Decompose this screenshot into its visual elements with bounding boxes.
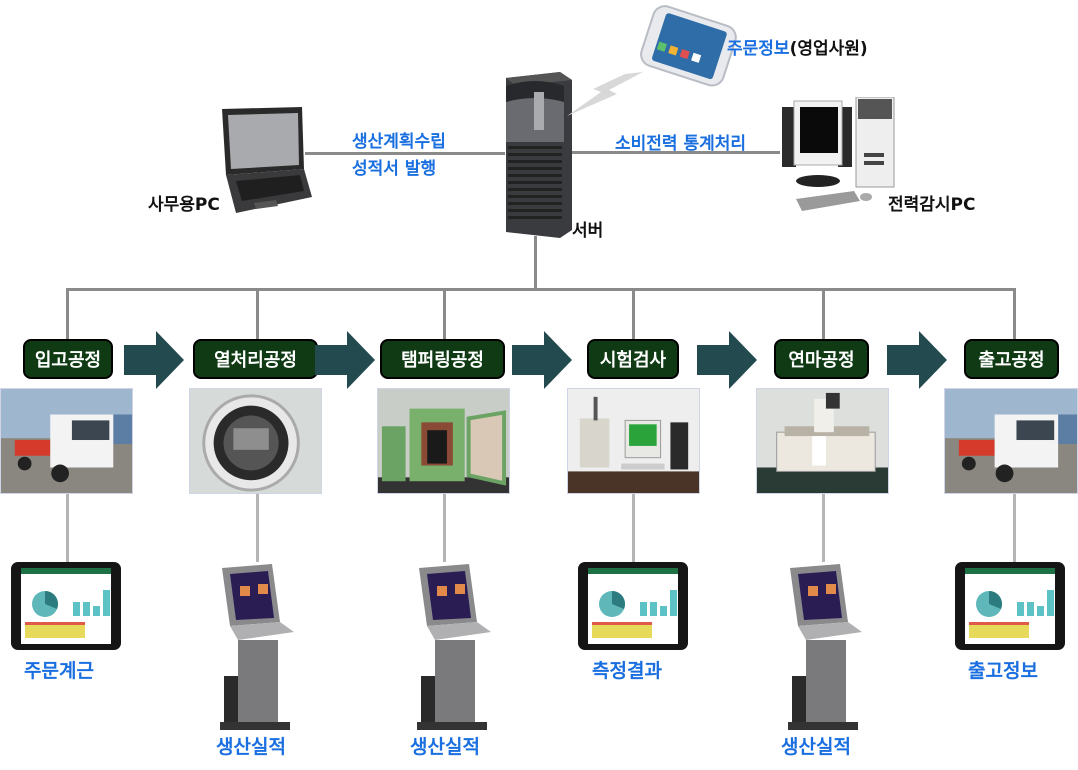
kiosk-icon: [417, 564, 491, 730]
device-line-3: [443, 494, 446, 562]
flow-arrow-icon: [697, 331, 757, 389]
stage-4-device-label: 측정결과: [592, 660, 662, 682]
truck-photo: [0, 388, 133, 494]
drop-line-2: [256, 288, 259, 342]
stage-5-device-label: 생산실적: [781, 736, 851, 758]
kiosk-icon: [220, 564, 294, 730]
flow-arrow-icon: [124, 331, 184, 389]
stage-5-badge: 연마공정: [774, 339, 869, 379]
drop-line-4: [632, 288, 635, 342]
stage-1-badge: 입고공정: [23, 339, 113, 379]
device-line-5: [822, 494, 825, 562]
smartphone-label-role: (영업사원): [789, 39, 868, 59]
flow-arrow-icon: [315, 331, 375, 389]
stage-3-badge: 탬퍼링공정: [380, 339, 505, 379]
stage-1-device-label: 주문계근: [24, 660, 94, 682]
truck-photo: [944, 388, 1078, 494]
link-office-server: [305, 152, 505, 155]
tempering-furnace-photo: [377, 388, 510, 494]
tablet-icon: [578, 562, 688, 650]
office-link-label-1: 생산계획수립: [352, 132, 446, 152]
bus-line: [66, 288, 1016, 291]
office-link-label-2: 성적서 발행: [352, 159, 437, 179]
office-pc-label: 사무용PC: [148, 195, 220, 215]
stage-4-badge: 시험검사: [587, 339, 679, 379]
device-line-1: [66, 494, 69, 562]
stage-2-badge: 열처리공정: [193, 339, 318, 379]
drop-line-1: [66, 288, 69, 342]
testing-equipment-photo: [567, 388, 700, 494]
kiosk-icon: [788, 564, 862, 730]
stage-3-device-label: 생산실적: [410, 736, 480, 758]
link-server-power-pc: [570, 151, 780, 154]
server-icon: [506, 72, 572, 238]
device-line-4: [632, 494, 635, 562]
smartphone-icon: [640, 5, 737, 87]
server-label: 서버: [572, 221, 604, 241]
link-server-trunk: [534, 236, 537, 288]
drop-line-3: [443, 288, 446, 342]
tablet-icon: [11, 562, 121, 650]
wireless-bolt-icon: [567, 72, 643, 116]
desktop-pc-icon: [782, 97, 895, 211]
device-line-2: [256, 494, 259, 562]
flow-arrow-icon: [887, 331, 947, 389]
power-pc-label: 전력감시PC: [888, 195, 976, 215]
drop-line-6: [1013, 288, 1016, 342]
drop-line-5: [822, 288, 825, 342]
heat-treatment-furnace-photo: [189, 388, 322, 494]
stage-6-device-label: 출고정보: [968, 660, 1038, 682]
stage-6-badge: 출고공정: [964, 339, 1059, 379]
smartphone-label-order-info: 주문정보: [727, 39, 790, 59]
tablet-icon: [955, 562, 1065, 650]
laptop-icon: [222, 107, 312, 213]
flow-arrow-icon: [512, 331, 572, 389]
device-line-6: [1013, 494, 1016, 562]
grinding-machine-photo: [756, 388, 889, 494]
stage-2-device-label: 생산실적: [216, 736, 286, 758]
smartphone-label: 주문정보(영업사원): [727, 34, 868, 59]
power-link-label: 소비전력 통계처리: [615, 134, 747, 154]
